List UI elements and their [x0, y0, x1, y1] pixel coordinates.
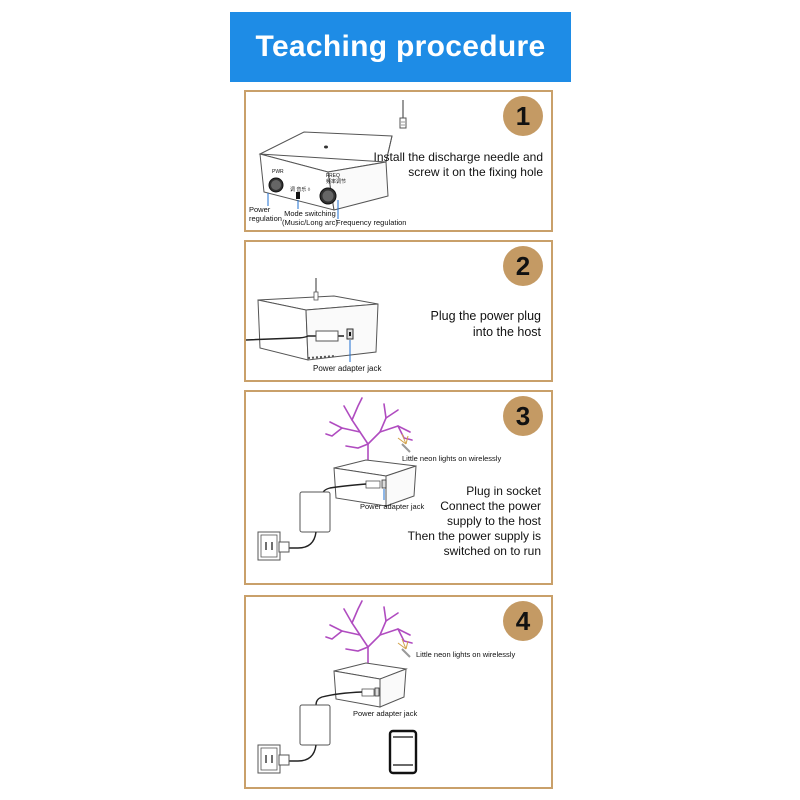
- step-3-badge: 3: [503, 396, 543, 436]
- step-2-badge: 2: [503, 246, 543, 286]
- step-1-line-2: screw it on the fixing hole: [408, 165, 543, 179]
- frequency-regulation-label: Frequency regulation: [336, 218, 407, 227]
- step-1-line-1: Install the discharge needle and: [373, 150, 543, 164]
- power-regulation-line1: Power: [249, 205, 271, 214]
- page-title: Teaching procedure: [255, 30, 546, 63]
- socket-connection-illustration: [257, 397, 417, 561]
- neon-label: Little neon lights on wirelessly: [416, 650, 516, 659]
- power-adapter-jack-label: Power adapter jack: [353, 709, 418, 718]
- step-2-line-2: into the host: [472, 325, 541, 339]
- freq-label-cn: 频率调节: [326, 179, 347, 185]
- power-plug-illustration: [246, 278, 379, 362]
- step-3-instruction: Plug in socket Connect the power supply …: [408, 484, 541, 559]
- step-3-line-5: switched on to run: [443, 544, 541, 558]
- step-3-line-3: supply to the host: [446, 514, 541, 528]
- step-3-line-4: Then the power supply is: [407, 529, 541, 543]
- step-3-line-2: Connect the power: [440, 499, 541, 513]
- step-2-line-1: Plug the power plug: [430, 309, 542, 323]
- neon-label: Little neon lights on wirelessly: [402, 454, 502, 463]
- step-2-instruction: Plug the power plug into the host: [431, 308, 542, 340]
- freq-label: FREQ: [326, 173, 340, 179]
- step-1-badge: 1: [503, 96, 543, 136]
- step-1-card: PWR FREQ 频率调节 调 音乐 ◊ Power regulation Mo…: [244, 90, 553, 232]
- step-4-card: Little neon lights on wirelessly Power a…: [244, 595, 553, 789]
- mode-switching-line1: Mode switching: [284, 209, 336, 218]
- step-4-badge: 4: [503, 601, 543, 641]
- pwr-label: PWR: [272, 169, 284, 175]
- step-1-instruction: Install the discharge needle and screw i…: [374, 150, 543, 180]
- running-illustration: [257, 600, 418, 775]
- power-regulation-label: Power regulation: [249, 205, 282, 223]
- title-banner: Teaching procedure: [230, 12, 571, 82]
- mode-switching-line2: (Music/Long arc): [282, 218, 338, 227]
- power-regulation-line2: regulation: [249, 214, 282, 223]
- power-adapter-jack-label: Power adapter jack: [360, 502, 425, 511]
- power-adapter-jack-label: Power adapter jack: [313, 364, 382, 373]
- discharge-needle-illustration: [258, 100, 407, 219]
- mode-switching-label: Mode switching (Music/Long arc): [282, 209, 338, 227]
- mode-small-label: 调 音乐 ◊: [290, 187, 311, 193]
- step-3-line-1: Plug in socket: [466, 484, 541, 498]
- step-2-card: Power adapter jack Plug the power plug i…: [244, 240, 553, 382]
- step-3-card: Little neon lights on wirelessly Power a…: [244, 390, 553, 585]
